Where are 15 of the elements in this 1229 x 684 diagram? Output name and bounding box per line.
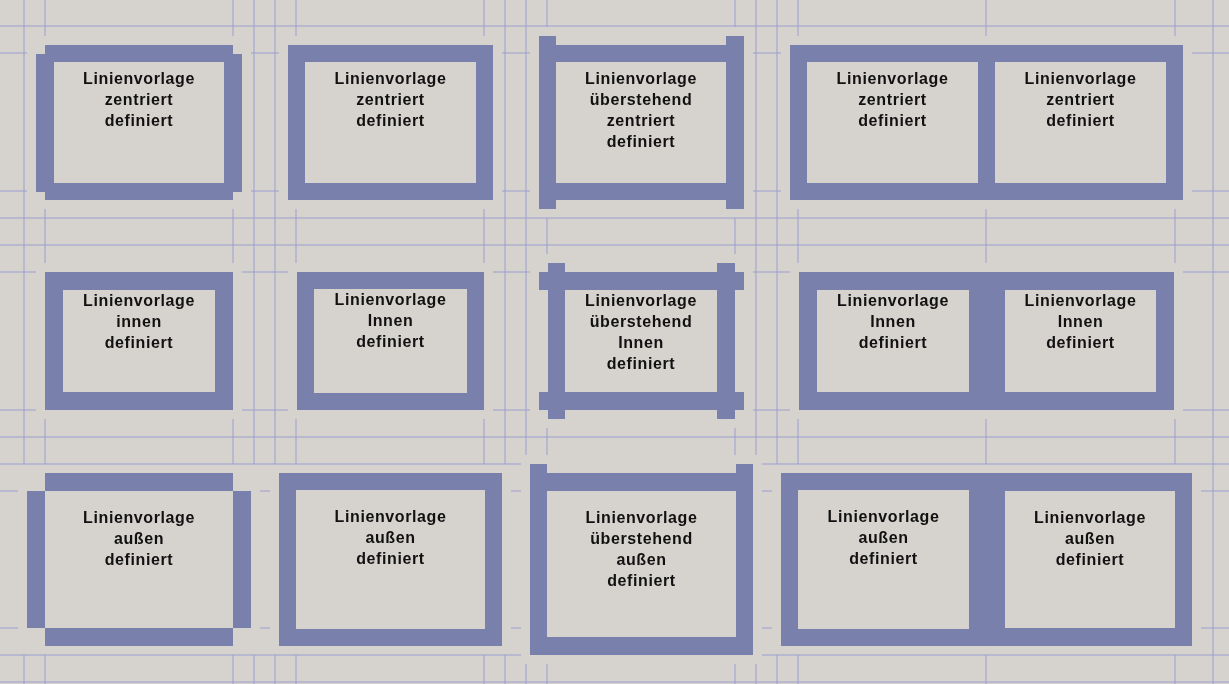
frame-label: Linienvorlage zentriert definiert: [334, 69, 447, 131]
frame-label: Linienvorlage überstehend zentriert definiert: [585, 69, 697, 152]
frame-label: Linienvorlage Innen definiert: [1024, 291, 1137, 353]
frame-label: Linienvorlage Innen definiert: [334, 290, 447, 352]
frame-label: Linienvorlage außen definiert: [83, 508, 195, 570]
frame-label: Linienvorlage außen definiert: [1034, 508, 1146, 570]
frame-label: Linienvorlage zentriert definiert: [83, 69, 195, 131]
frame-label: Linienvorlage zentriert definiert: [836, 69, 949, 131]
frame-label: Linienvorlage innen definiert: [83, 291, 195, 353]
frame-label: Linienvorlage Innen definiert: [837, 291, 949, 353]
frame-label: Linienvorlage außen definiert: [827, 507, 940, 569]
frame-label: Linienvorlage überstehend Innen definiert: [585, 291, 697, 374]
frame-label: Linienvorlage zentriert definiert: [1024, 69, 1137, 131]
frame-label: Linienvorlage außen definiert: [334, 507, 447, 569]
frame-label: Linienvorlage überstehend außen definiert: [585, 508, 698, 591]
